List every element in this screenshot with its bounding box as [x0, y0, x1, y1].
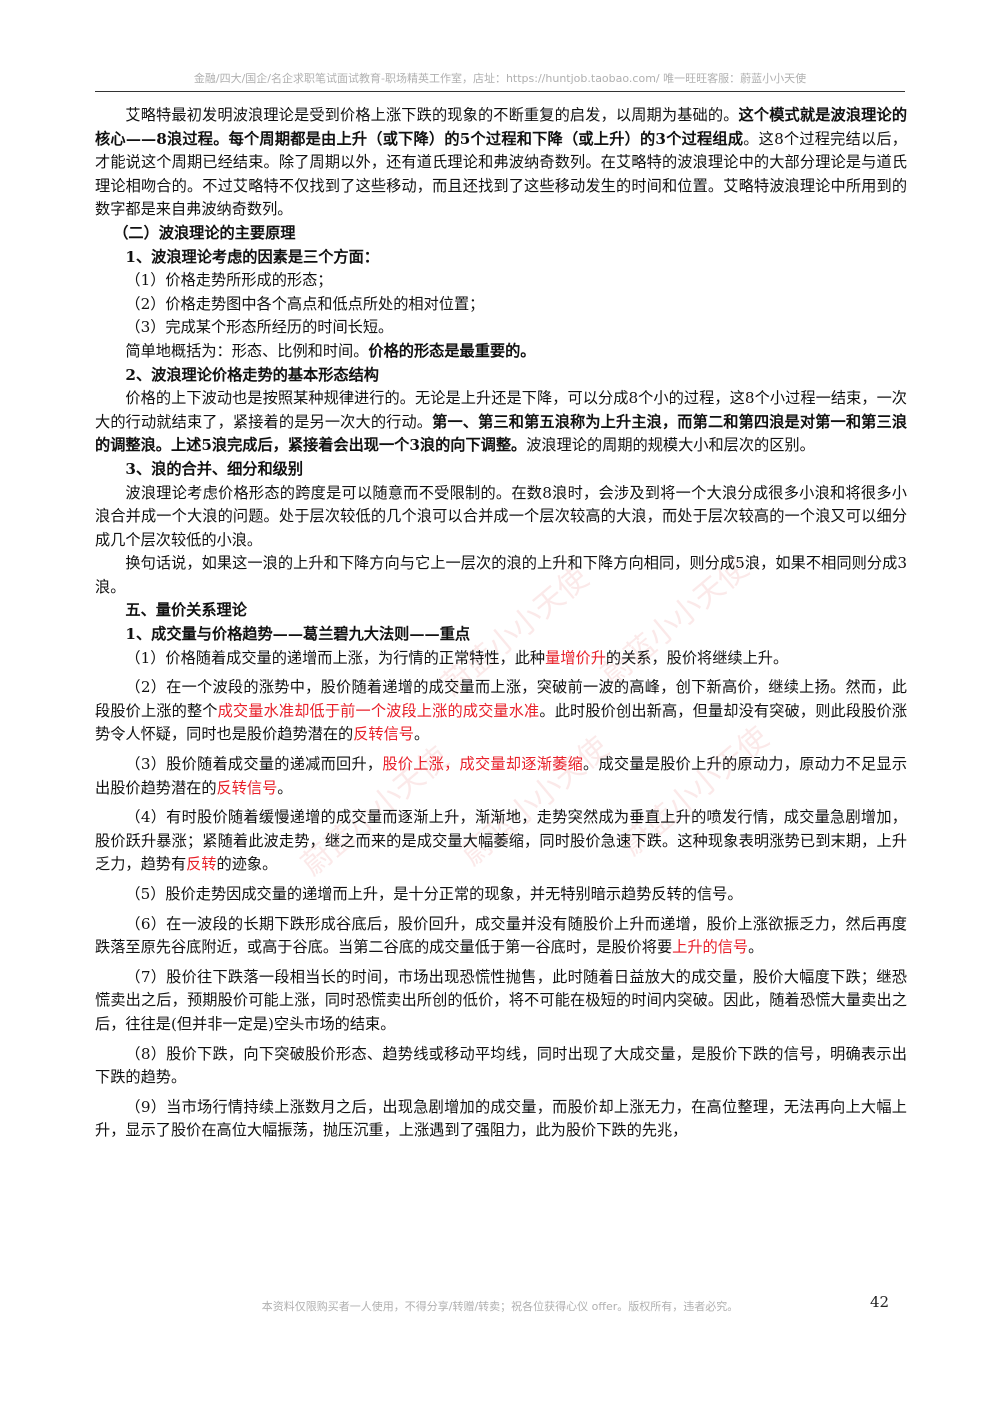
subsection-heading: 五、量价关系理论	[95, 599, 907, 623]
document-body: 艾略特最初发明波浪理论是受到价格上涨下跌的现象的不断重复的启发，以周期为基础的。…	[95, 104, 907, 1143]
text-run: 的关系，股价将继续上升。	[605, 648, 789, 667]
paragraph: （4）有时股价随着缓慢递增的成交量而逐渐上升，渐渐地，走势突然成为垂直上升的喷发…	[95, 806, 907, 877]
page-header: 金融/四大/国企/名企求职笔试面试教育-职场精英工作室，店址：https://h…	[193, 72, 807, 85]
text-run: 的迹象。	[216, 855, 278, 874]
text-run: （9）当市场行情持续上涨数月之后，出现急剧增加的成交量，而股价却上涨无力，在高位…	[95, 1097, 907, 1140]
text-run: 艾略特最初发明波浪理论是受到价格上涨下跌的现象的不断重复的启发，以周期为基础的。	[125, 106, 739, 124]
subsection-heading: 1、波浪理论考虑的因素是三个方面：	[95, 246, 907, 270]
paragraph: 艾略特最初发明波浪理论是受到价格上涨下跌的现象的不断重复的启发，以周期为基础的。…	[95, 104, 907, 222]
section-heading: （二）波浪理论的主要原理	[95, 222, 907, 246]
highlight-text: 股价上涨，成交量却逐渐萎缩	[382, 755, 584, 774]
subsection-heading: 3、浪的合并、细分和级别	[95, 458, 907, 482]
text-run: （2）价格走势图中各个高点和低点所处的相对位置；	[125, 294, 485, 313]
text-run: 波浪理论的周期的规模大小和层次的区别。	[526, 436, 815, 455]
paragraph: 价格的上下波动也是按照某种规律进行的。无论是上升还是下降，可以分成8个小的过程，…	[95, 387, 907, 458]
highlight-text: 上升的信号	[672, 938, 749, 957]
subsection-heading: 1、成交量与价格趋势——葛兰碧九大法则——重点	[95, 623, 907, 647]
paragraph: （1）价格走势所形成的形态；	[95, 269, 907, 293]
text-run: 3、浪的合并、细分和级别	[125, 459, 304, 478]
text-run: （4）有时股价随着缓慢递增的成交量而逐渐上升，渐渐地，走势突然成为垂直上升的喷发…	[95, 808, 907, 874]
bold-text: 第一、第三和第五浪称为上升主浪，而第二和第四浪是对第一和第三浪的调整浪。上述5浪…	[95, 412, 908, 455]
paragraph: （9）当市场行情持续上涨数月之后，出现急剧增加的成交量，而股价却上涨无力，在高位…	[95, 1096, 907, 1143]
paragraph: （2）在一个波段的涨势中，股价随着递增的成交量而上涨，突破前一波的高峰，创下新高…	[95, 676, 907, 747]
text-run: （5）股价走势因成交量的递增而上升，是十分正常的现象，并无特别暗示趋势反转的信号…	[125, 885, 743, 903]
text-run: （1）价格随着成交量的递增而上涨，为行情的正常特性，此种	[125, 648, 546, 667]
paragraph: （5）股价走势因成交量的递增而上升，是十分正常的现象，并无特别暗示趋势反转的信号…	[95, 883, 907, 907]
text-run: （1）价格走势所形成的形态；	[125, 271, 333, 290]
text-run: 五、量价关系理论	[125, 601, 247, 620]
text-run: （7）股价往下跌落一段相当长的时间，市场出现恐慌性抛售，此时随着日益放大的成交量…	[95, 967, 907, 1033]
bold-text: 价格的形态是最重要的。	[368, 341, 536, 360]
highlight-text: 成交量水准却低于前一个波段上涨的成交量水准	[217, 701, 540, 720]
paragraph: （3）股价随着成交量的递减而回升，股价上涨，成交量却逐渐萎缩。成交量是股价上升的…	[95, 753, 907, 800]
paragraph: 简单地概括为：形态、比例和时间。价格的形态是最重要的。	[95, 340, 907, 364]
page-footer: 本资料仅限购买者一人使用，不得分享/转赠/转卖；祝各位获得心仪 offer。版权…	[261, 1300, 739, 1313]
highlight-text: 反转	[186, 855, 217, 874]
paragraph: （3）完成某个形态所经历的时间长短。	[95, 316, 907, 340]
paragraph: （1）价格随着成交量的递增而上涨，为行情的正常特性，此种量增价升的关系，股价将继…	[95, 647, 907, 671]
paragraph: 波浪理论考虑价格形态的跨度是可以随意而不受限制的。在数8浪时，会涉及到将一个大浪…	[95, 482, 907, 553]
bold-text: 这个模式就是波浪理论的核心——8浪过程。每个周期都是由上升（或下降）的5个过程和…	[95, 106, 908, 148]
paragraph: （8）股价下跌，向下突破股价形态、趋势线或移动平均线，同时出现了大成交量，是股价…	[95, 1043, 907, 1090]
text-run: 简单地概括为：形态、比例和时间。	[125, 341, 369, 360]
page-number: 42	[870, 1293, 890, 1311]
text-run: 。	[277, 778, 293, 797]
header-rule	[95, 91, 905, 92]
text-run: 价格的上下波动也是按照某种规律进行的。无论是上升还是下降，可以分成8个小的过程，…	[95, 389, 907, 431]
text-run: （8）股价下跌，向下突破股价形态、趋势线或移动平均线，同时出现了大成交量，是股价…	[95, 1044, 907, 1087]
text-run: 。这8个过程完结以后，才能说这个周期已经结束。除了周期以外，还有道氏理论和弗波纳…	[95, 129, 907, 219]
text-run: 。	[748, 938, 764, 957]
paragraph: （7）股价往下跌落一段相当长的时间，市场出现恐慌性抛售，此时随着日益放大的成交量…	[95, 966, 907, 1037]
text-run: 。成交量是股价上升的原动力，原动力不足显示出股价趋势潜在的	[95, 755, 908, 797]
text-run: （3）完成某个形态所经历的时间长短。	[125, 318, 394, 337]
text-run: 换句话说，如果这一浪的上升和下降方向与它上一层次的浪的上升和下降方向相同，则分成…	[95, 554, 907, 596]
text-run: 。此时股价创出新高，但量却没有突破，则此段股价涨势令人怀疑，同时也是股价趋势潜在…	[95, 701, 908, 744]
text-run: 。	[413, 725, 430, 744]
text-run: （二）波浪理论的主要原理	[113, 223, 296, 242]
text-run: 波浪理论考虑价格形态的跨度是可以随意而不受限制的。在数8浪时，会涉及到将一个大浪…	[95, 483, 907, 549]
paragraph: （6）在一波段的长期下跌形成谷底后，股价回升，成交量并没有随股价上升而递增，股价…	[95, 913, 907, 960]
text-run: （6）在一波段的长期下跌形成谷底后，股价回升，成交量并没有随股价上升而递增，股价…	[95, 914, 907, 957]
paragraph: 换句话说，如果这一浪的上升和下降方向与它上一层次的浪的上升和下降方向相同，则分成…	[95, 552, 907, 599]
subsection-heading: 2、波浪理论价格走势的基本形态结构	[95, 364, 907, 388]
highlight-text: 反转信号	[216, 778, 278, 797]
text-run: 1、波浪理论考虑的因素是三个方面：	[125, 247, 379, 266]
text-run: （3）股价随着成交量的递减而回升，	[125, 755, 383, 774]
highlight-text: 量增价升	[545, 648, 606, 667]
highlight-text: 反转信号	[353, 725, 414, 744]
paragraph: （2）价格走势图中各个高点和低点所处的相对位置；	[95, 293, 907, 317]
text-run: 1、成交量与价格趋势——葛兰碧九大法则——重点	[125, 625, 471, 644]
text-run: （2）在一个波段的涨势中，股价随着递增的成交量而上涨，突破前一波的高峰，创下新高…	[95, 678, 907, 720]
text-run: 2、波浪理论价格走势的基本形态结构	[125, 365, 379, 384]
